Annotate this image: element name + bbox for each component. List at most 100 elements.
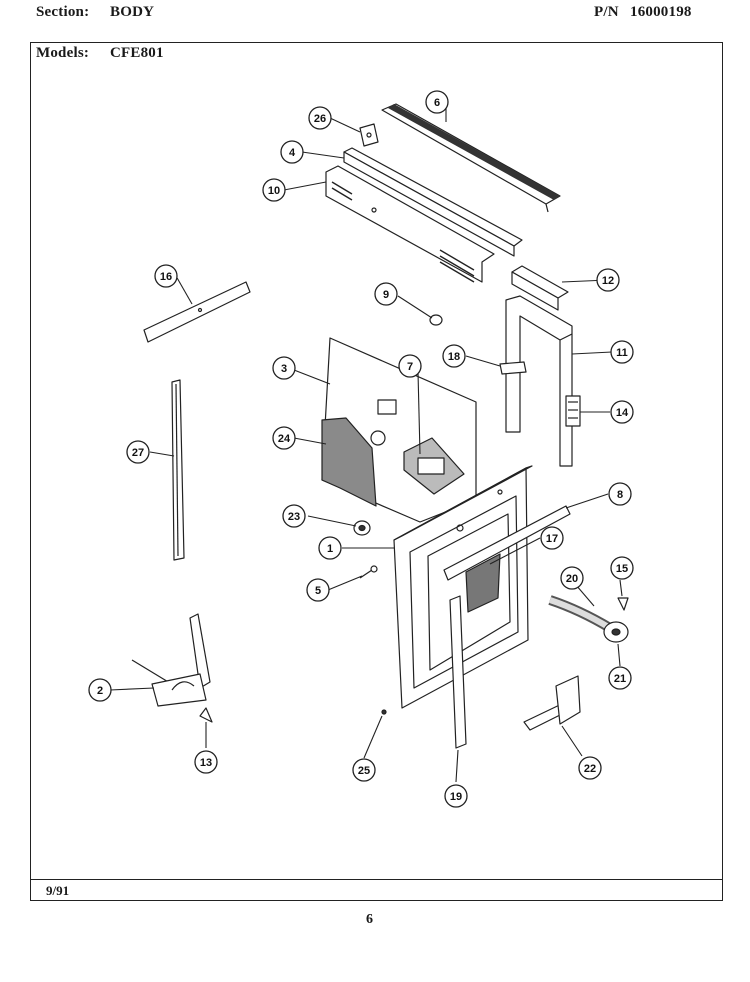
callout-label: 14 — [616, 407, 629, 419]
callout-label: 2 — [97, 685, 103, 697]
part-17-label — [465, 553, 501, 613]
part-5-screw — [359, 565, 378, 579]
callout-circle — [282, 504, 306, 528]
part-16-left-strip — [143, 281, 251, 343]
callout-label: 7 — [407, 361, 413, 373]
callout-label: 8 — [617, 489, 623, 501]
callout-1: 1 — [318, 536, 342, 560]
callout-25: 25 — [352, 758, 376, 782]
callout-circle — [610, 400, 634, 424]
callout-6: 6 — [425, 90, 449, 114]
callout-label: 12 — [602, 275, 614, 287]
callout-circle — [578, 756, 602, 780]
callout-26: 26 — [308, 106, 332, 130]
callout-circle — [398, 354, 422, 378]
callout-circle — [272, 356, 296, 380]
callout-circle — [272, 426, 296, 450]
callout-label: 15 — [616, 563, 628, 575]
callout-label: 6 — [434, 97, 440, 109]
part-number-value: 16000198 — [630, 4, 692, 20]
callout-circle — [194, 750, 218, 774]
callout-2: 2 — [88, 678, 112, 702]
callout-5: 5 — [306, 578, 330, 602]
part-9-clip — [429, 314, 443, 326]
callout-label: 5 — [315, 585, 321, 597]
callout-label: 3 — [281, 363, 287, 375]
part-6-top-strip — [381, 103, 561, 213]
callout-circle — [154, 264, 178, 288]
callout-label: 26 — [314, 113, 326, 125]
part-number-label: P/N — [594, 4, 619, 20]
callout-circle — [262, 178, 286, 202]
callout-label: 9 — [383, 289, 389, 301]
callout-circle — [596, 268, 620, 292]
callout-circle — [126, 440, 150, 464]
part-11-side-frame — [499, 295, 581, 467]
part-25-screw — [381, 709, 387, 715]
callout-10: 10 — [262, 178, 286, 202]
section-value: BODY — [110, 4, 155, 20]
part-4-trim-bar — [343, 147, 523, 257]
callout-label: 19 — [450, 791, 462, 803]
part-3-rear-panel — [321, 337, 477, 523]
callout-circle — [608, 666, 632, 690]
part-20-hose — [548, 595, 629, 643]
part-10-vent-panel — [325, 165, 495, 283]
callout-label: 22 — [584, 763, 596, 775]
callout-label: 16 — [160, 271, 172, 283]
footer-divider — [30, 879, 723, 880]
callout-circle — [608, 482, 632, 506]
callout-20: 20 — [560, 566, 584, 590]
callout-label: 21 — [614, 673, 626, 685]
callout-circle — [88, 678, 112, 702]
part-27-left-rail — [171, 379, 185, 561]
part-26-bracket — [359, 123, 379, 147]
callout-9: 9 — [374, 282, 398, 306]
callout-27: 27 — [126, 440, 150, 464]
callout-18: 18 — [442, 344, 466, 368]
callout-label: 1 — [327, 543, 333, 555]
callout-11: 11 — [610, 340, 634, 364]
callout-label: 20 — [566, 573, 578, 585]
callout-label: 23 — [288, 511, 300, 523]
part-23-grommet — [353, 520, 371, 536]
callout-circle — [540, 526, 564, 550]
callout-circle — [425, 90, 449, 114]
callout-circle — [352, 758, 376, 782]
callout-label: 24 — [278, 433, 291, 445]
callout-label: 13 — [200, 757, 212, 769]
callout-19: 19 — [444, 784, 468, 808]
callout-circle — [318, 536, 342, 560]
callout-17: 17 — [540, 526, 564, 550]
section-label: Section: — [36, 4, 90, 20]
callout-label: 18 — [448, 351, 460, 363]
page-number: 6 — [366, 912, 373, 927]
callout-label: 17 — [546, 533, 558, 545]
callout-4: 4 — [280, 140, 304, 164]
callout-label: 11 — [616, 347, 628, 359]
callout-circle — [444, 784, 468, 808]
callout-21: 21 — [608, 666, 632, 690]
part-19-strip — [449, 595, 467, 749]
callout-label: 10 — [268, 185, 280, 197]
callout-7: 7 — [398, 354, 422, 378]
callout-24: 24 — [272, 426, 296, 450]
models-value: CFE801 — [110, 45, 164, 61]
callout-8: 8 — [608, 482, 632, 506]
callout-circle — [306, 578, 330, 602]
part-2-hinge — [131, 613, 213, 723]
part-12-cap — [511, 265, 569, 311]
callout-14: 14 — [610, 400, 634, 424]
callout-circle — [560, 566, 584, 590]
callout-label: 27 — [132, 447, 144, 459]
callout-13: 13 — [194, 750, 218, 774]
callout-circle — [308, 106, 332, 130]
callout-23: 23 — [282, 504, 306, 528]
callout-label: 25 — [358, 765, 370, 777]
callout-15: 15 — [610, 556, 634, 580]
callout-label: 4 — [289, 147, 296, 159]
callout-22: 22 — [578, 756, 602, 780]
callout-16: 16 — [154, 264, 178, 288]
